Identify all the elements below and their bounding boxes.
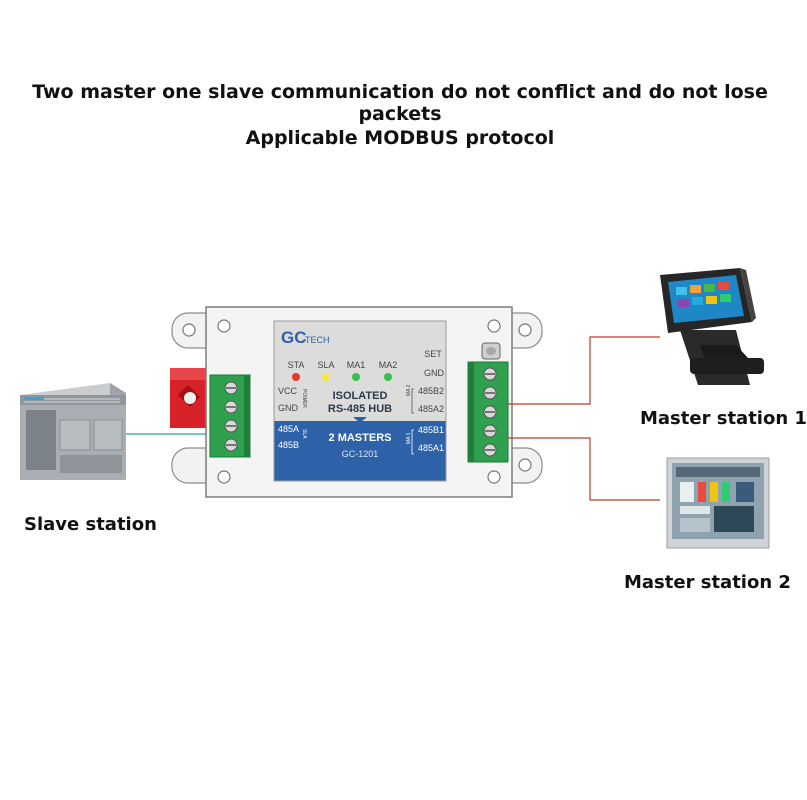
pin-label-485a: 485A <box>278 424 299 434</box>
group-label-ma2: MA 2 <box>406 384 412 396</box>
pin-label-485b1: 485B1 <box>418 425 444 435</box>
device-model: GC-1201 <box>342 449 379 459</box>
device-title-line2: RS-485 HUB <box>328 403 392 415</box>
led-label-ma1: MA1 <box>347 360 366 370</box>
led-indicators: STA SLA MA1 MA2 <box>288 360 398 381</box>
plc-slave-device <box>20 383 126 480</box>
master-station-2-label: Master station 2 <box>624 572 791 593</box>
led-sla <box>322 373 330 381</box>
pin-label-485a2: 485A2 <box>418 404 444 414</box>
headline-line-2: Applicable MODBUS protocol <box>245 127 555 149</box>
headline-line-1: Two master one slave communication do no… <box>32 81 768 125</box>
panel-lower <box>274 421 446 481</box>
brand-gc: GC <box>281 328 307 347</box>
led-ma2 <box>384 373 392 381</box>
master-2-terminal <box>666 457 770 549</box>
pin-label-gnd-left: GND <box>278 403 299 413</box>
brand-tech: TECH <box>305 335 330 345</box>
right-terminal-block <box>467 361 509 463</box>
led-label-ma2: MA2 <box>379 360 398 370</box>
device-title-line1: ISOLATED <box>333 390 388 402</box>
led-sta <box>292 373 300 381</box>
led-label-sta: STA <box>288 360 305 370</box>
pin-label-485b2: 485B2 <box>418 386 444 396</box>
group-label-sla: SLA <box>301 429 307 439</box>
pin-label-485a1: 485A1 <box>418 443 444 453</box>
panel-upper <box>274 321 446 421</box>
pin-label-gnd-right: GND <box>424 368 445 378</box>
led-ma1 <box>352 373 360 381</box>
slave-station-label: Slave station <box>24 514 157 535</box>
mounting-clip <box>170 368 210 428</box>
group-label-ma1: MA 1 <box>406 432 412 444</box>
wire-master-1 <box>508 336 660 405</box>
left-terminal-block <box>209 374 251 458</box>
led-label-sla: SLA <box>317 360 334 370</box>
set-label: SET <box>424 349 442 359</box>
wire-master-2 <box>508 437 660 501</box>
master-station-1-label: Master station 1 <box>640 408 807 429</box>
group-label-power: POWER <box>301 389 307 408</box>
pin-label-485b: 485B <box>278 440 299 450</box>
pin-label-vcc: VCC <box>278 386 298 396</box>
master-1-terminal <box>660 268 764 385</box>
device-subtitle: 2 MASTERS <box>329 432 392 444</box>
divider-notch <box>353 417 367 423</box>
